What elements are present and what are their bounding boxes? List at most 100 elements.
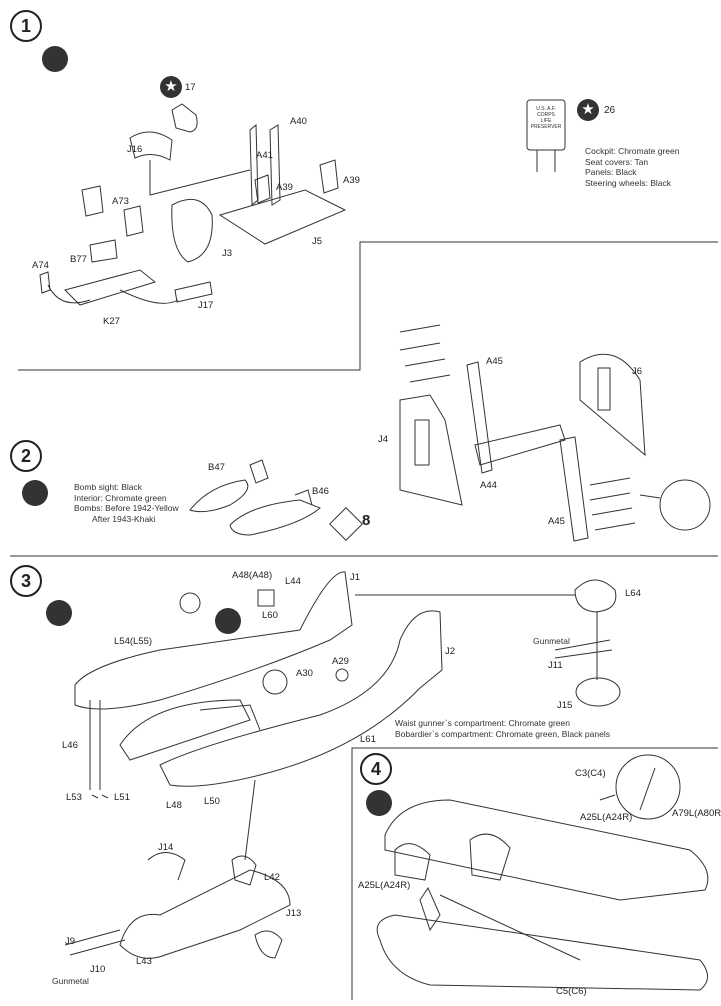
a74-part — [39, 271, 51, 294]
part-label: J4 — [378, 434, 389, 445]
part-label: L50 — [204, 796, 220, 807]
part-label: L54(L55) — [114, 636, 153, 647]
j16-canopy-part — [129, 131, 173, 161]
a39-seat-part-2 — [319, 159, 339, 194]
a45-rack-part — [466, 361, 493, 474]
part-label: J2 — [445, 646, 456, 657]
part-label: A79L(A80R) — [672, 808, 721, 819]
part-label: C3(C4) — [575, 768, 606, 779]
part-label: L46 — [62, 740, 78, 751]
sticker-text: U.S. A.F. CORPS LIFE PRESERVER — [530, 106, 562, 130]
part-label: A40 — [290, 116, 307, 127]
part-label: B46 — [312, 486, 329, 497]
part-label: B77 — [70, 254, 87, 265]
refer-step-number: 8 — [362, 512, 371, 529]
j1-fuselage-half — [74, 571, 353, 710]
color-note: Bomb sight: Black Interior: Chromate gre… — [74, 482, 179, 524]
tail-plane-part — [119, 869, 291, 959]
part-label: L53 — [66, 792, 82, 803]
part-label: A45 — [486, 356, 503, 367]
k27-floor-part — [64, 269, 157, 306]
part-label: J15 — [557, 700, 573, 711]
part-label: J11 — [548, 660, 563, 671]
part-label: K27 — [103, 316, 120, 327]
part-label: A45 — [548, 516, 565, 527]
color-note: Gunmetal — [533, 636, 570, 646]
part-label: L44 — [285, 576, 301, 587]
part-label: A25L(A24R) — [358, 880, 411, 891]
j17-part — [174, 281, 213, 303]
a30-turret-part — [262, 669, 288, 695]
step-4-marker: 4 — [360, 753, 392, 785]
a73-seat-part — [81, 185, 104, 217]
color-note: Gunmetal — [52, 976, 89, 986]
part-label: A30 — [296, 668, 313, 679]
paint-icon — [22, 480, 48, 506]
part-label: 17 — [185, 82, 196, 93]
part-label: L48 — [166, 800, 182, 811]
b46-bomb-part — [229, 499, 321, 536]
b77-part — [89, 239, 118, 263]
part-label: A39 — [343, 175, 360, 186]
j14-part — [147, 852, 186, 881]
part-label: J9 — [65, 936, 76, 947]
part-label: A29 — [332, 656, 349, 667]
part-label: J13 — [286, 908, 302, 919]
life-preserver-sticker — [526, 99, 566, 151]
l60-part — [257, 589, 275, 607]
part-label: L51 — [114, 792, 130, 803]
step-2-marker: 2 — [10, 440, 42, 472]
bomb-detail-callout — [659, 479, 711, 531]
a39-seat-part — [254, 174, 271, 204]
wing-detail-callout — [615, 754, 681, 820]
j13-part — [254, 930, 283, 959]
part-label: L61 — [360, 734, 376, 745]
j6-bulkhead-part — [579, 353, 646, 457]
j3-bulkhead-part — [171, 198, 213, 263]
part-label: A48(A48) — [232, 570, 273, 581]
a45-rack-part-2 — [559, 436, 589, 542]
j15-turret-ring-part — [575, 677, 621, 707]
part-label: A44 — [480, 480, 497, 491]
c3-upper-wing-part — [384, 799, 709, 901]
part-label: A74 — [32, 260, 49, 271]
a29-part — [335, 668, 349, 682]
part-label: J16 — [127, 144, 143, 155]
part-label: J10 — [90, 964, 106, 975]
part-label: A25L(A24R) — [580, 812, 633, 823]
part-label: J6 — [632, 366, 643, 377]
part-17 — [171, 103, 198, 133]
divider-step1 — [18, 241, 718, 371]
part-label: C5(C6) — [556, 986, 587, 997]
part-label: A73 — [112, 196, 129, 207]
decal-number: 26 — [604, 105, 616, 116]
paint-icon — [215, 608, 241, 634]
paint-icon — [42, 46, 68, 72]
decal-star-icon: ★ — [160, 76, 182, 98]
decal-star-icon: ★ — [577, 99, 599, 121]
part-label: A41 — [256, 150, 273, 161]
part-label: A39 — [276, 182, 293, 193]
divider-step4 — [351, 747, 718, 1000]
j5-floor-part — [218, 189, 347, 245]
l64-turret-dome-part — [574, 579, 617, 613]
step-3-marker: 3 — [10, 565, 42, 597]
j4-bulkhead-part — [399, 394, 463, 506]
color-note: Cockpit: Chromate green Seat covers: Tan… — [585, 146, 680, 188]
part-label: J17 — [198, 300, 214, 311]
part-label: J14 — [158, 842, 174, 853]
a44-bombrack-part — [474, 424, 566, 466]
color-note: Waist gunner`s compartment: Chromate gre… — [395, 718, 610, 739]
paint-icon — [46, 600, 72, 626]
b47-bombsight-part — [189, 479, 249, 513]
part-label: L64 — [625, 588, 641, 599]
a48-turret-part — [179, 592, 201, 614]
l42-part — [231, 855, 257, 886]
paint-icon — [366, 790, 392, 816]
part-label: B47 — [208, 462, 225, 473]
part-label: L43 — [136, 956, 152, 967]
j2-fuselage-half — [159, 610, 443, 787]
part-label: J1 — [350, 572, 361, 583]
